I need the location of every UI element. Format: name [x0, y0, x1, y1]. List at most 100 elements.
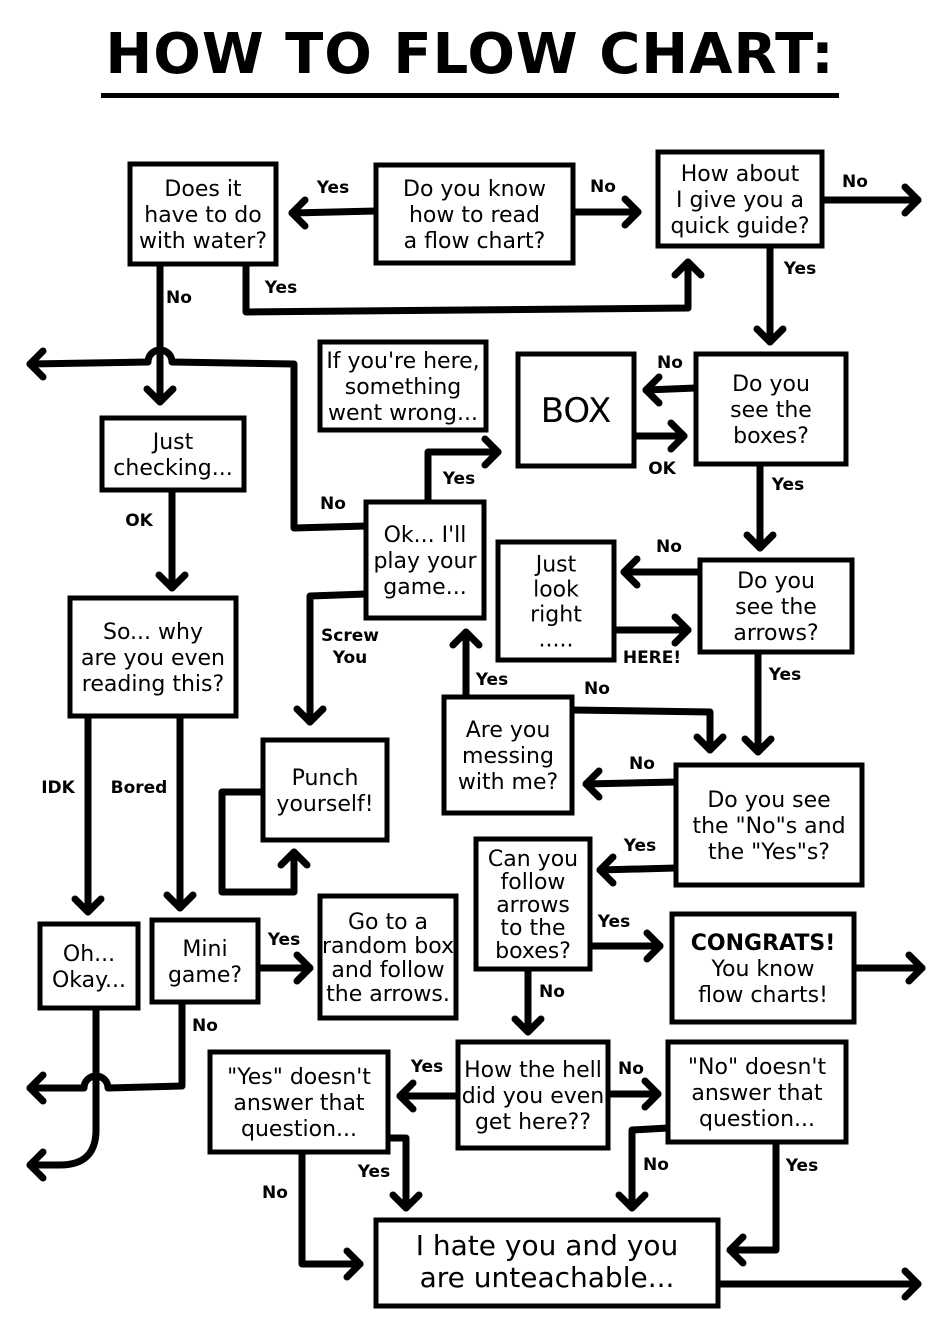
node-text-line: get here??	[475, 1110, 591, 1135]
node-box	[317, 339, 489, 433]
connector-line	[242, 258, 692, 316]
node-text-line: checking...	[113, 456, 232, 481]
connector-line	[26, 998, 186, 1092]
node-text-line: answer that	[691, 1081, 823, 1106]
arrowhead-icon	[143, 385, 177, 406]
edge-label-why-bored: Bored	[111, 778, 168, 798]
arrowhead-icon	[26, 347, 47, 381]
node-text-line: "Yes" doesn't	[227, 1065, 371, 1090]
edge-label-okplay-no: No	[320, 494, 346, 514]
arrowhead-icon	[389, 1191, 423, 1212]
arrowhead-icon	[901, 183, 922, 217]
arrowhead-icon	[741, 735, 775, 756]
arrowhead-icon	[26, 1148, 47, 1182]
node-text-line: right	[530, 603, 582, 628]
arrowhead-icon	[343, 1247, 364, 1281]
node-box	[207, 1049, 391, 1155]
node-text-line: to the	[500, 916, 565, 941]
edge-label-seenoyes-no: No	[629, 754, 655, 774]
edge-label-okplay-screw2: You	[332, 648, 368, 668]
node-box	[693, 351, 849, 467]
connector-line	[298, 1148, 364, 1268]
node-box	[317, 893, 459, 1021]
node-box	[127, 161, 279, 267]
edge-label-water-yes: Yes	[264, 278, 297, 298]
node-text-line: How the hell	[464, 1058, 602, 1083]
node-text-line: BOX	[541, 391, 612, 431]
node-box	[441, 694, 575, 816]
edge-label-yesdoesnt-yes: Yes	[357, 1162, 390, 1182]
node-text-line: game?	[168, 963, 242, 988]
node-box	[455, 1039, 611, 1151]
edge-label-guide-no: No	[842, 172, 868, 192]
connector-line	[306, 590, 370, 726]
node-text-line: Punch	[292, 766, 359, 791]
node-text-line: went wrong...	[328, 401, 478, 426]
node-text-line: Go to a	[348, 910, 428, 935]
arrowhead-icon	[743, 531, 777, 552]
arrowhead-icon	[615, 1191, 649, 1212]
arrowhead-icon	[163, 891, 197, 912]
edge-label-seearrows-yes: Yes	[768, 665, 801, 685]
node-checking: Justchecking...	[99, 415, 247, 493]
node-box	[37, 921, 141, 1011]
connector-line	[582, 778, 680, 788]
node-text-line: see the	[735, 595, 817, 620]
connector-line	[26, 346, 370, 532]
node-box	[495, 539, 617, 663]
node-box: BOX	[515, 351, 637, 469]
node-text-line: Does it	[164, 177, 242, 202]
edge-label-howhell-yes: Yes	[410, 1057, 443, 1077]
arrowhead-icon	[642, 373, 663, 407]
edge-label-box-ok: OK	[648, 459, 676, 479]
node-text-line: with me?	[458, 770, 558, 795]
edge-label-okplay-yes: Yes	[442, 469, 475, 489]
connector-line	[424, 448, 502, 506]
node-box	[473, 836, 593, 972]
node-text-line: Are you	[466, 718, 551, 743]
node-box	[673, 762, 865, 888]
node-text-line: Do you	[732, 372, 810, 397]
node-box	[99, 415, 247, 493]
node-box	[373, 1217, 721, 1309]
edge-label-follow-yes: Yes	[597, 912, 630, 932]
node-box	[363, 499, 487, 621]
edge-label-minigame-yes: Yes	[267, 930, 300, 950]
node-text-line: Just	[534, 553, 577, 578]
arrowhead-icon	[905, 951, 926, 985]
connector-line	[568, 706, 714, 754]
node-text-line: with water?	[139, 229, 267, 254]
node-text-line: If you're here,	[326, 349, 479, 374]
connectors	[26, 183, 926, 1301]
node-text-line: I give you a	[676, 188, 804, 213]
node-text-line: quick guide?	[670, 214, 809, 239]
node-text-line: Ok... I'll	[384, 523, 467, 548]
node-text-line: You know	[710, 957, 814, 982]
node-box	[373, 162, 576, 266]
node-box	[67, 595, 239, 719]
arrowhead-icon	[596, 853, 617, 887]
node-text-line: boxes?	[495, 939, 571, 964]
node-text-line: messing	[462, 744, 554, 769]
connector-line	[218, 788, 298, 896]
node-box	[655, 149, 825, 249]
node-box	[669, 911, 857, 1025]
arrowhead-icon	[753, 325, 787, 346]
node-text-line: boxes?	[733, 424, 809, 449]
arrowhead-icon	[396, 1079, 417, 1113]
arrowhead-icon	[582, 767, 603, 801]
node-text-line: play your	[373, 549, 477, 574]
edge-label-yesdoesnt-no: No	[262, 1183, 288, 1203]
node-text-line: follow	[501, 870, 566, 895]
